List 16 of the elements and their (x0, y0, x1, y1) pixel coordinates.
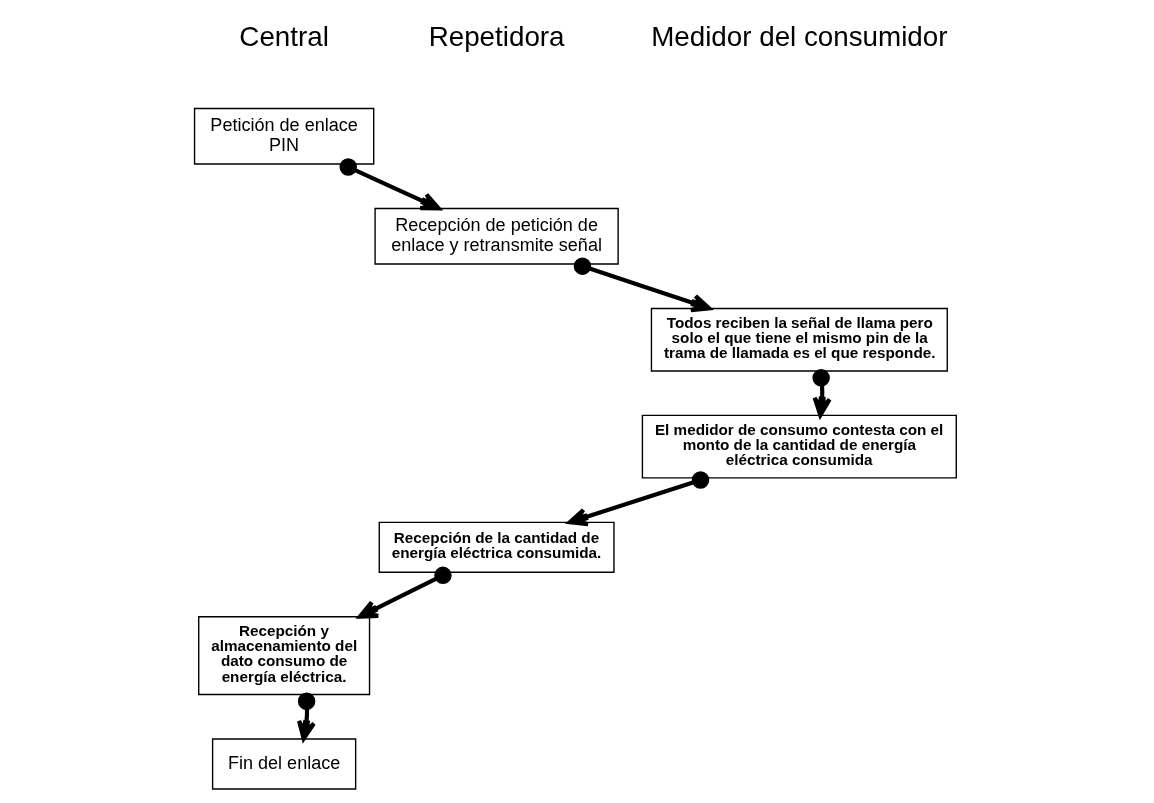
arrow (357, 566, 452, 619)
node-box: Recepción y almacenamiento del dato consumo de energía eléctrica. (197, 616, 370, 696)
node-box: El medidor de consumo contesta con el monto de la cantidad de energía eléctrica consumida (641, 414, 957, 479)
arrow (573, 257, 711, 313)
node-box: Petición de enlace PIN (193, 107, 374, 165)
node-box: Todos reciben la señal de llama pero solo el que tiene el mismo pin de la trama de llamada es el que responde. (650, 307, 948, 372)
label: Repetidora (428, 20, 565, 52)
arrow (339, 158, 441, 211)
node-box: Recepción de petición de enlace y retransmite señal (373, 207, 619, 265)
label: Medidor del consumidor (650, 20, 948, 52)
arrow (811, 369, 832, 418)
arrow (567, 471, 709, 527)
arrow (296, 692, 316, 741)
label: Central (238, 20, 329, 52)
node-box: Recepción de la cantidad de energía eléctrica consumida. (378, 521, 615, 573)
node-box: Fin del enlace (211, 738, 356, 790)
